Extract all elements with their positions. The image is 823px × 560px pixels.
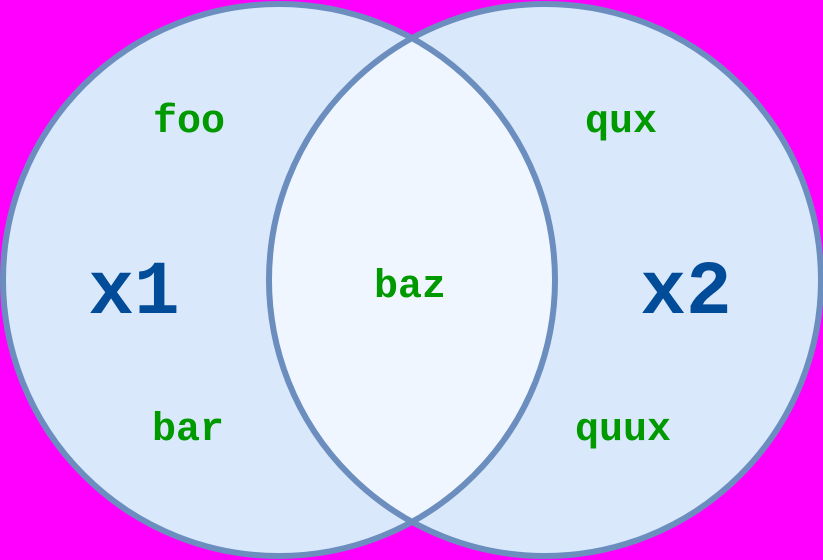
item-baz: baz [374, 265, 446, 310]
item-quux: quux [575, 408, 671, 453]
set-label-x1: x1 [88, 250, 179, 336]
set-x2-outline [266, 1, 823, 559]
intersection-region [269, 4, 555, 556]
set-label-x2: x2 [640, 250, 731, 336]
item-bar: bar [152, 408, 224, 453]
item-foo: foo [153, 100, 225, 145]
set-x1-outline [0, 1, 558, 559]
item-qux: qux [585, 100, 657, 145]
